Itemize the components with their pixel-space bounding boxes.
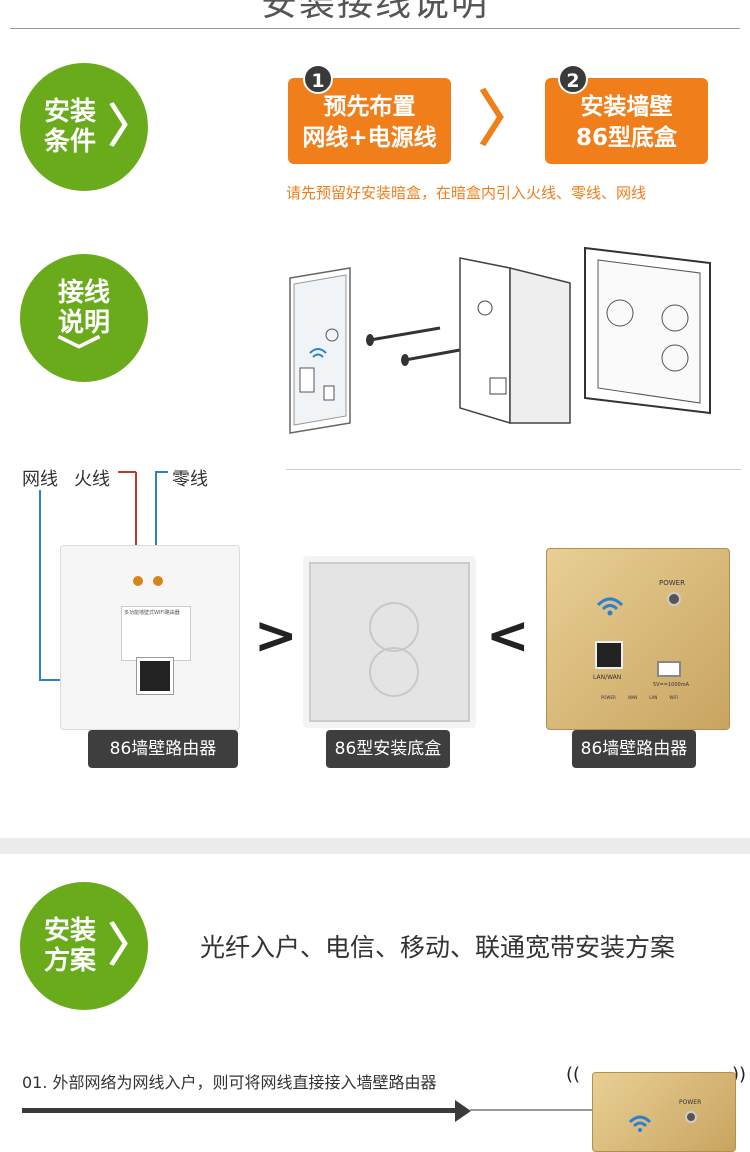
title-rule [10, 28, 740, 29]
plan-item-1: 01. 外部网络为网线入户，则可将网线直接接入墙壁路由器 [22, 1073, 437, 1092]
router-back-image: 多功能墙壁式WIFI路由器 [60, 545, 240, 730]
back-label: 多功能墙壁式WIFI路由器 [121, 606, 191, 661]
led-label: LAN [649, 695, 658, 700]
chevron-right-icon: 〉 [108, 99, 154, 153]
back-box-drawing [584, 246, 711, 415]
chevron-right-icon: 〉 [108, 918, 154, 972]
usb-label: 5V==1000mA [653, 682, 689, 688]
usb-port [657, 661, 681, 677]
router-front-thumb: POWER [592, 1072, 736, 1152]
chevron-down-icon: ﹀ [56, 333, 102, 373]
panel-front-drawing [289, 267, 351, 434]
knockout-hole [369, 602, 419, 652]
wifi-icon [596, 597, 624, 616]
install-note: 请先预留好安装暗盒，在暗盒内引入火线、零线、网线 [286, 184, 647, 202]
power-label: POWER [659, 579, 685, 587]
section-divider [0, 838, 750, 854]
flow-arrow-line [22, 1108, 462, 1113]
module-drawing [459, 257, 571, 425]
network-wire-label: 网线 [22, 469, 58, 490]
signal-left-icon: (( [566, 1064, 581, 1085]
wiring-badge: 接线 说明 ﹀ [20, 254, 148, 382]
caption-back-box: 86型安装底盒 [326, 730, 450, 768]
neutral-terminal [153, 576, 163, 586]
power-label: POWER [679, 1099, 702, 1106]
led-label: WAN [627, 695, 638, 700]
lan-wan-port [595, 641, 623, 669]
back-box-image [303, 556, 476, 728]
power-button [667, 592, 681, 606]
arrow-right-icon: > [254, 606, 298, 666]
led-labels: POWER WAN LAN WIFI [601, 695, 721, 700]
wifi-icon [628, 1115, 652, 1132]
page-title: 安装接线说明 [260, 0, 489, 24]
live-terminal [133, 576, 143, 586]
led-label: POWER [601, 695, 616, 700]
step-1-number: 1 [303, 64, 333, 94]
plan-headline: 光纤入户、电信、移动、联通宽带安装方案 [200, 933, 676, 962]
step-2-number: 2 [558, 64, 588, 94]
caption-router-front: 86墙壁路由器 [572, 730, 696, 768]
live-wire-label: 火线 [74, 469, 110, 490]
flow-arrow-head [455, 1100, 471, 1122]
badge-line-1: 安装 [43, 97, 96, 127]
badge-line-1: 接线 [57, 278, 110, 308]
step-arrow-icon: 〉 [478, 85, 538, 155]
section-rule [286, 469, 741, 470]
screw-drawing [366, 326, 461, 366]
power-button [685, 1111, 697, 1123]
step-1-line-2: 网线+电源线 [302, 125, 437, 151]
knockout-hole [369, 647, 419, 697]
assembly-drawing [289, 246, 711, 434]
badge-line-2: 说明 [57, 308, 110, 338]
neutral-wire-label: 零线 [172, 469, 208, 490]
rj45-port [136, 657, 174, 695]
led-label: WIFI [669, 695, 678, 700]
router-front-image: POWER LAN/WAN 5V==1000mA POWER WAN LAN W… [546, 548, 730, 730]
step-2-card: 安装墙壁 86型底盒 [545, 78, 708, 164]
flow-arrow-tail [470, 1109, 592, 1111]
install-plan-badge: 安装 方案 〉 [20, 882, 154, 1010]
step-2-line-1: 安装墙壁 [580, 94, 673, 120]
step-1-card: 预先布置 网线+电源线 [288, 78, 451, 164]
badge-line-1: 安装 [43, 916, 96, 946]
port-label: LAN/WAN [593, 674, 622, 681]
step-2-line-2: 86型底盒 [575, 125, 677, 151]
step-1-line-1: 预先布置 [323, 94, 416, 120]
badge-line-2: 方案 [43, 946, 96, 976]
install-condition-badge: 安装 条件 〉 [20, 63, 154, 191]
caption-router-back: 86墙壁路由器 [88, 730, 238, 768]
arrow-left-icon: < [486, 606, 530, 666]
badge-line-2: 条件 [43, 127, 96, 157]
